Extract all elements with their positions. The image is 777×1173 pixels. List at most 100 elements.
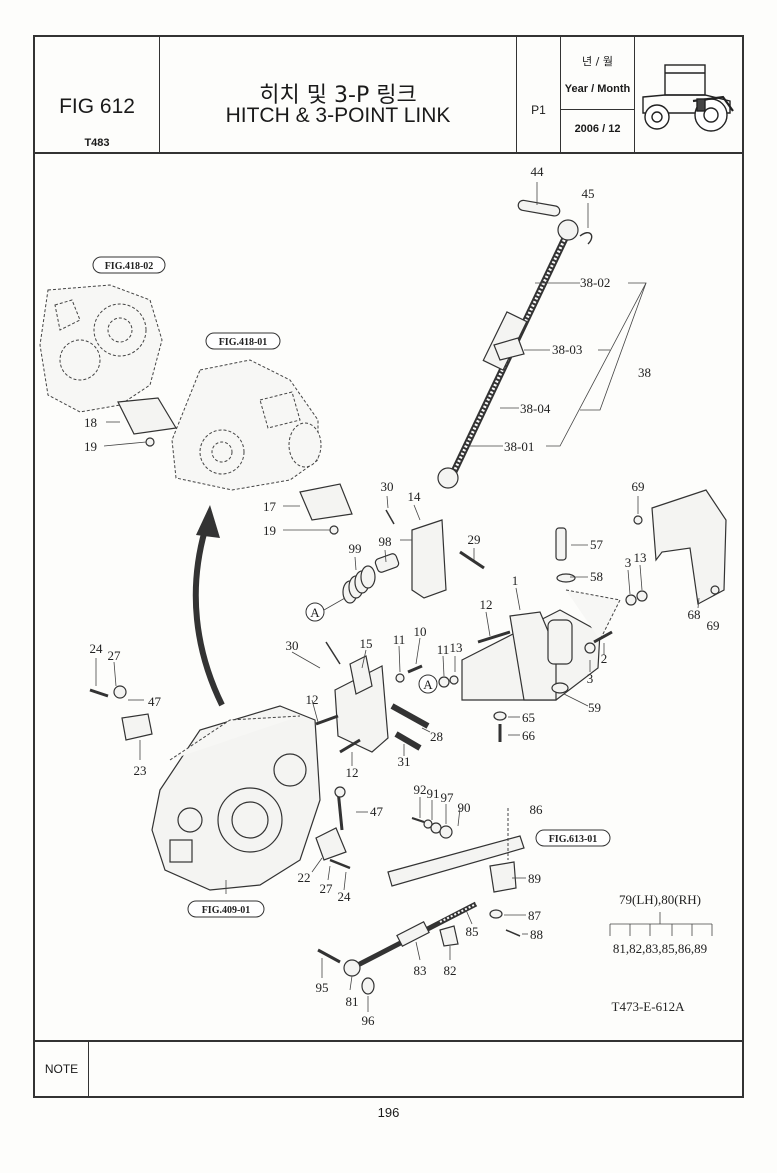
date-label-english: Year / Month bbox=[564, 83, 631, 95]
drawing-frame: FIG 612 T483 히치 및 3-P 링크 HITCH & 3-POINT… bbox=[33, 35, 744, 1098]
part-38-01: 38-01 bbox=[504, 439, 534, 454]
title-english: HITCH & 3-POINT LINK bbox=[225, 104, 451, 127]
part-47-lower: 47 bbox=[370, 804, 384, 819]
date-value: 2006 / 12 bbox=[574, 123, 621, 135]
page-cell: P1 bbox=[517, 37, 561, 152]
rear-axle-case-left bbox=[39, 284, 163, 413]
part-99: 99 bbox=[349, 541, 362, 556]
title-korean: 히치 및 3-P 링크 bbox=[259, 83, 417, 108]
part-58: 58 bbox=[590, 569, 603, 584]
part-82: 82 bbox=[444, 963, 457, 978]
figure-number: FIG 612 bbox=[59, 95, 135, 118]
cover-68 bbox=[625, 489, 727, 606]
page-code: P1 bbox=[531, 103, 546, 117]
part-27-lower: 27 bbox=[320, 881, 334, 896]
lower-link-arm bbox=[387, 808, 525, 893]
part-95: 95 bbox=[316, 980, 329, 995]
part-47-upper: 47 bbox=[148, 694, 162, 709]
part-27-upper: 27 bbox=[108, 648, 122, 663]
part-38: 38 bbox=[638, 365, 651, 380]
date-divider bbox=[561, 109, 634, 110]
hitch-bracket-left bbox=[315, 641, 459, 754]
part-91: 91 bbox=[427, 786, 440, 801]
callout-a-left: A bbox=[305, 597, 346, 622]
pin-23-assembly bbox=[89, 685, 153, 741]
part-13-upper: 13 bbox=[634, 550, 647, 565]
part-12-lower: 12 bbox=[346, 765, 359, 780]
part-29: 29 bbox=[468, 532, 481, 547]
part-3-upper: 3 bbox=[625, 555, 632, 570]
part-57: 57 bbox=[590, 537, 604, 552]
part-30-upper: 30 bbox=[381, 479, 394, 494]
part-44: 44 bbox=[531, 164, 545, 179]
plate-17 bbox=[299, 483, 353, 535]
ref-fig-409-01-label: FIG.409-01 bbox=[202, 905, 251, 916]
part-65: 65 bbox=[522, 710, 535, 725]
part-2: 2 bbox=[601, 651, 608, 666]
ref-fig-418-02-label: FIG.418-02 bbox=[105, 261, 154, 272]
part-3-lower: 3 bbox=[587, 671, 594, 686]
part-86: 86 bbox=[530, 802, 544, 817]
part-1: 1 bbox=[512, 573, 519, 588]
callout-a-right-label: A bbox=[423, 677, 433, 692]
part-87: 87 bbox=[528, 908, 542, 923]
bracket-22-assembly bbox=[315, 786, 351, 870]
callout-a-right: A bbox=[418, 674, 438, 694]
part-97: 97 bbox=[441, 790, 455, 805]
part-15: 15 bbox=[360, 636, 373, 651]
model-code: T483 bbox=[84, 137, 110, 149]
date-cell: 년 / 월 Year / Month 2006 / 12 bbox=[561, 37, 635, 152]
part-38-04: 38-04 bbox=[520, 401, 551, 416]
ref-fig-418-02[interactable]: FIG.418-02 bbox=[92, 256, 166, 274]
part-38-02: 38-02 bbox=[580, 275, 610, 290]
part-23: 23 bbox=[134, 763, 147, 778]
tractor-thumbnail bbox=[635, 37, 742, 152]
tractor-icon bbox=[642, 64, 734, 132]
figure-id-cell: FIG 612 T483 bbox=[35, 37, 160, 152]
part-88: 88 bbox=[530, 927, 543, 942]
part-81: 81 bbox=[346, 994, 359, 1009]
part-19-upper: 19 bbox=[84, 439, 97, 454]
part-68: 68 bbox=[688, 607, 701, 622]
part-22: 22 bbox=[298, 870, 311, 885]
part-24-upper: 24 bbox=[90, 641, 104, 656]
hitch-bracket-right bbox=[461, 527, 621, 701]
part-92: 92 bbox=[414, 782, 427, 797]
part-12-middle: 12 bbox=[306, 692, 319, 707]
part-18: 18 bbox=[84, 415, 97, 430]
part-19-lower: 19 bbox=[263, 523, 276, 538]
part-24-lower: 24 bbox=[338, 889, 352, 904]
part-38-03: 38-03 bbox=[552, 342, 582, 357]
ref-fig-418-01[interactable]: FIG.418-01 bbox=[205, 332, 281, 350]
part-83: 83 bbox=[414, 963, 427, 978]
part-69-lower: 69 bbox=[707, 618, 720, 633]
part-98: 98 bbox=[379, 534, 392, 549]
part-69-upper: 69 bbox=[632, 479, 645, 494]
part-31: 31 bbox=[398, 754, 411, 769]
part-89: 89 bbox=[528, 871, 541, 886]
kit-legend-line2: 81,82,83,85,86,89 bbox=[613, 941, 707, 956]
part-66: 66 bbox=[522, 728, 536, 743]
title-block: FIG 612 T483 히치 및 3-P 링크 HITCH & 3-POINT… bbox=[35, 37, 742, 154]
part-17: 17 bbox=[263, 499, 277, 514]
part-90: 90 bbox=[458, 800, 471, 815]
part-13-lower: 13 bbox=[450, 640, 463, 655]
part-10: 10 bbox=[414, 624, 427, 639]
part-59: 59 bbox=[588, 700, 601, 715]
spring-assembly bbox=[342, 509, 485, 604]
ref-fig-613-01-label: FIG.613-01 bbox=[549, 834, 598, 845]
callout-a-left-label: A bbox=[310, 605, 320, 620]
part-11-right: 11 bbox=[437, 642, 450, 657]
title-cell: 히치 및 3-P 링크 HITCH & 3-POINT LINK bbox=[160, 37, 517, 152]
ref-fig-409-01[interactable]: FIG.409-01 bbox=[187, 900, 265, 918]
note-row: NOTE bbox=[35, 1040, 742, 1096]
ref-fig-613-01[interactable]: FIG.613-01 bbox=[535, 829, 611, 847]
part-45: 45 bbox=[582, 186, 595, 201]
part-11-left: 11 bbox=[393, 632, 406, 647]
rear-axle-case-right bbox=[171, 359, 322, 491]
part-12-upper: 12 bbox=[480, 597, 493, 612]
part-85: 85 bbox=[466, 924, 479, 939]
part-labels: 44 45 38-02 38-03 38 38-04 38-01 18 19 1… bbox=[84, 164, 720, 1028]
leader-lines bbox=[95, 182, 700, 1012]
